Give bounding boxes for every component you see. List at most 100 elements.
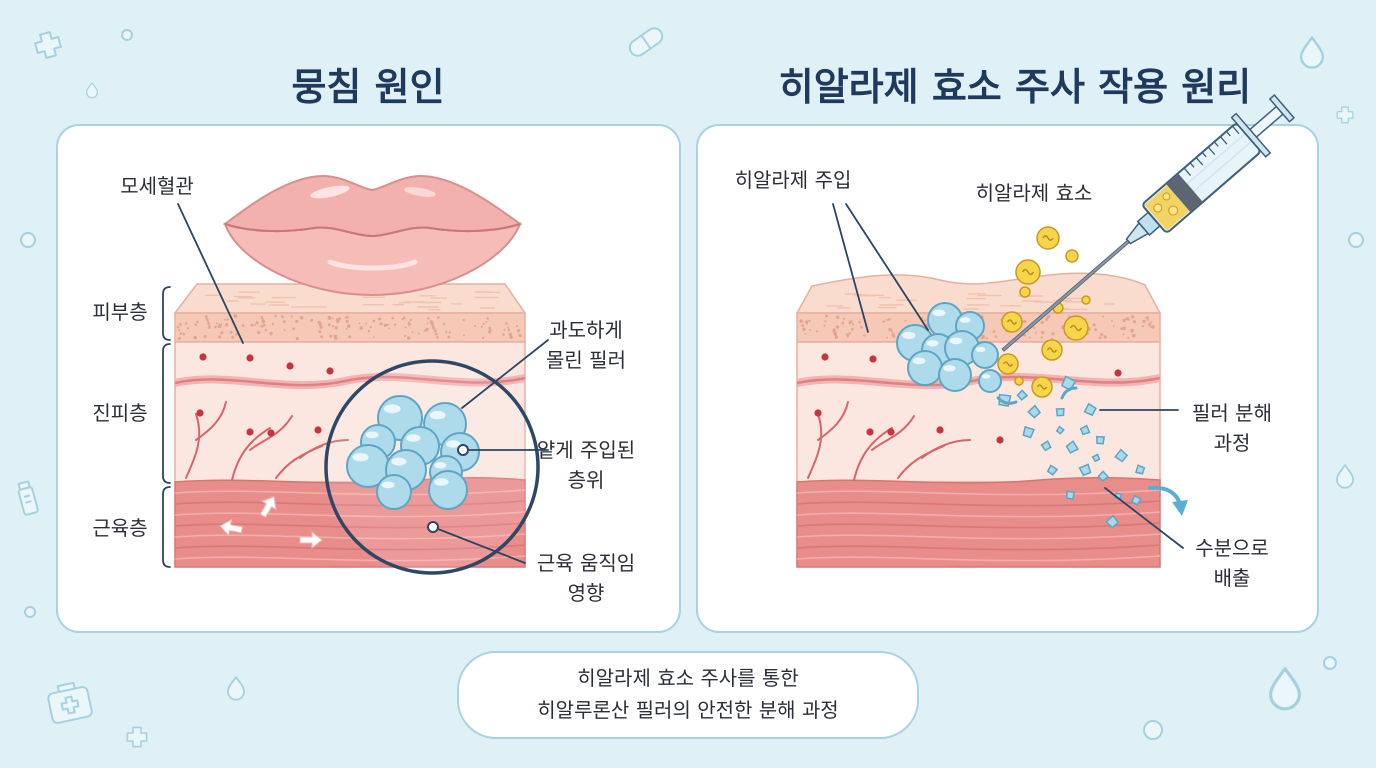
movement-arrow-icon <box>219 518 243 537</box>
filler-blob-highlight <box>381 481 395 489</box>
caption-line2: 히알루론산 필러의 안전한 분해 과정 <box>537 698 838 722</box>
epidermis-cell-dot <box>377 317 381 321</box>
muscle-movement-label-line1: 근육 움직임 <box>537 551 635 575</box>
capillary-branch <box>921 439 971 459</box>
epidermis-cell-dot <box>882 320 885 323</box>
excretion-leader-line <box>1104 487 1184 549</box>
muscle-movement-leader-line <box>437 528 526 564</box>
filler-fragment <box>1065 490 1076 500</box>
epidermis-cell-dot <box>1141 325 1144 328</box>
capillary-branch <box>817 401 849 441</box>
shallow-injection-label-line2: 층위 <box>568 468 605 492</box>
drop-icon <box>1335 464 1355 489</box>
epidermis-cell-dot <box>1040 320 1044 324</box>
capillary-branch <box>185 413 201 479</box>
epidermis-cell-dot <box>347 324 351 328</box>
syringe-graduation-mark <box>1225 130 1231 137</box>
epidermis-cell-dot <box>233 314 238 318</box>
epidermis-cell-dot <box>1122 326 1127 330</box>
filler-blob-highlight <box>926 340 939 347</box>
epidermis-cell-dot <box>885 336 888 339</box>
capillary-dot <box>936 426 944 434</box>
caption-line1: 히알라제 효소 주사를 통한 <box>577 666 798 690</box>
circle-dot-icon <box>121 29 133 41</box>
filler-blob <box>938 358 972 392</box>
epidermis-cell-dot <box>824 320 827 323</box>
epidermis-cell-dot <box>329 334 333 338</box>
lip-highlight <box>310 185 350 199</box>
filler-blob-highlight <box>352 453 369 462</box>
epidermis-cell-dot <box>418 332 421 335</box>
filler-blob-highlight <box>365 431 379 439</box>
muscle-fiber-line <box>174 511 526 518</box>
epidermis-cell-dot <box>425 327 429 332</box>
bottle-icon <box>17 480 39 516</box>
epidermis-cell-dot <box>433 329 437 333</box>
drop-icon <box>226 676 246 701</box>
epidermis-cell-dot <box>337 317 341 321</box>
enzyme-particle <box>1065 249 1079 263</box>
epidermis-cell-dot <box>208 325 211 328</box>
epidermis-cell-dot <box>836 315 840 320</box>
epidermis-cell-dot <box>299 316 304 320</box>
epidermis-cell-dot <box>1040 336 1043 339</box>
epidermis-cell-dot <box>888 327 892 332</box>
epidermis-cell-dot <box>502 333 505 336</box>
filler-fragment <box>1016 389 1029 401</box>
epidermis-cell-dot <box>1112 324 1115 327</box>
epidermis-cell-dot <box>264 328 268 332</box>
epidermis-cell-dot <box>1145 316 1149 320</box>
filler-fragment <box>1134 464 1146 475</box>
filler-fragment <box>1105 514 1120 529</box>
capillary-dot <box>869 355 877 363</box>
filler-fragment <box>1065 440 1080 454</box>
capillary-dot <box>326 367 334 375</box>
muscle-fiber-line <box>174 555 526 562</box>
filler-blob-highlight <box>959 317 971 323</box>
filler-blob-highlight <box>406 434 421 442</box>
epidermis-cell-dot <box>1132 333 1136 338</box>
outflow-arrow-icon <box>1148 485 1188 516</box>
epidermis-cell-dot <box>336 320 340 324</box>
epidermis-cell-dot <box>207 323 210 326</box>
epidermis-cell-dot <box>332 325 335 328</box>
epidermis-cell-dot <box>887 318 891 321</box>
epidermis-cell-dot <box>1103 335 1107 339</box>
muscle-fiber-line <box>174 533 526 540</box>
capillary-branch <box>195 401 227 441</box>
epidermis-cell-dot <box>359 326 363 330</box>
epidermis-cell-dot <box>282 320 286 323</box>
epidermis-cell-dot <box>1035 331 1037 334</box>
epidermis-cell-dot <box>178 329 181 332</box>
epidermis-cell-dot <box>516 325 519 328</box>
epidermis-cell-dot <box>462 334 465 337</box>
filler-fragment <box>1114 448 1129 463</box>
epidermis-cell-dot <box>848 332 852 335</box>
enzyme-particle <box>1081 295 1091 305</box>
filler-fragment <box>1078 463 1092 477</box>
epidermis-cell-dot <box>851 328 854 331</box>
epidermis-cell-dot <box>261 317 264 320</box>
filler-fragment <box>1046 464 1059 476</box>
epidermis-cell-dot <box>235 332 238 336</box>
syringe-graduations <box>1183 125 1240 177</box>
epidermis-cell-dot <box>503 328 506 331</box>
epidermis-cell-dot <box>225 323 229 327</box>
epidermis-cell-dot <box>481 336 485 339</box>
epidermis-cell-dot <box>841 321 845 325</box>
epidermis-cell-dot <box>393 323 397 326</box>
epidermis-cell-dot <box>1045 317 1049 321</box>
filler-blob <box>907 350 943 386</box>
enzyme-particle-mark <box>1046 347 1058 353</box>
capillary-dot <box>887 428 895 436</box>
epidermis-cell-dot <box>407 336 411 340</box>
epidermis-cell-dot <box>318 323 323 327</box>
epidermis-cell-dot <box>391 316 395 320</box>
epidermis-cell-dot <box>1051 337 1053 340</box>
syringe-graduation-mark <box>1195 157 1204 166</box>
epidermis-cell-dot <box>358 322 361 325</box>
epidermis-cell-dot <box>253 324 256 326</box>
epidermis-cell-dot <box>386 323 389 326</box>
filler-blob <box>428 470 468 510</box>
enzyme-particle-mark <box>1036 384 1048 390</box>
